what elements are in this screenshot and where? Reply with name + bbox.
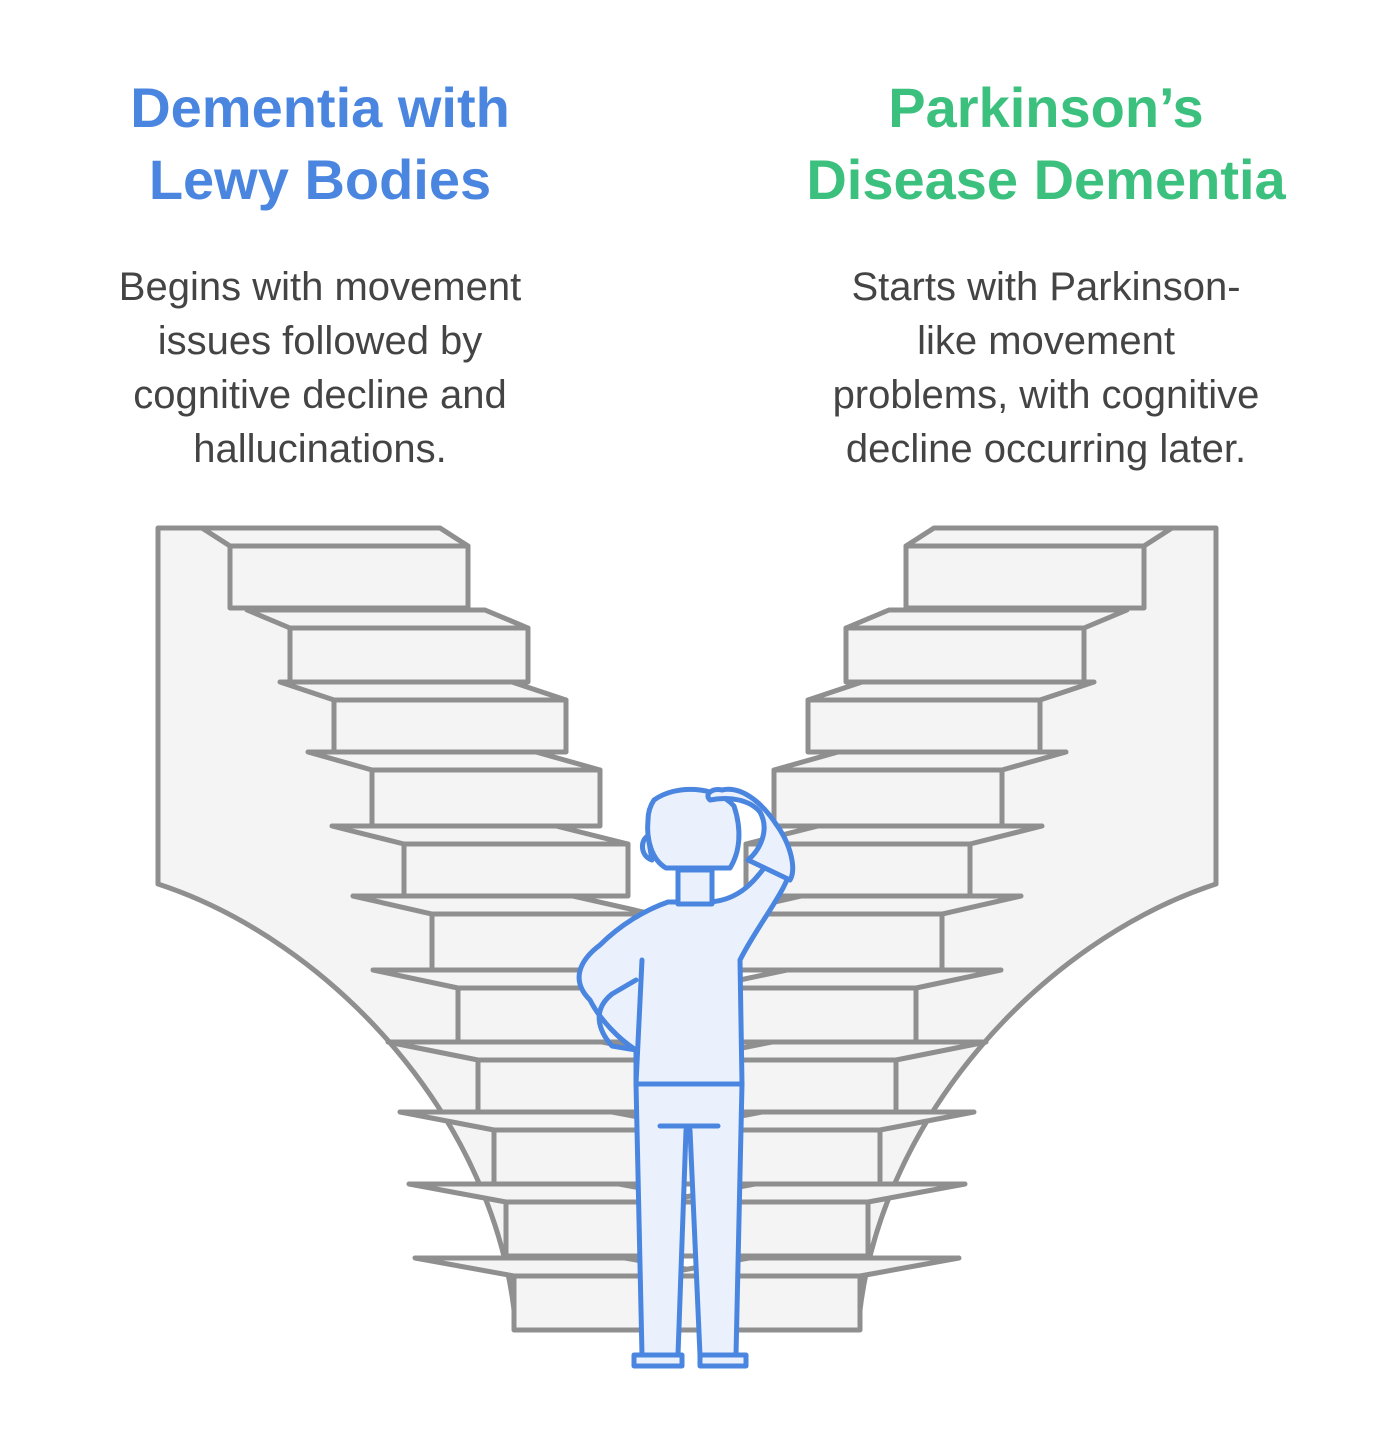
- dlb-title: Dementia with Lewy Bodies: [40, 72, 600, 216]
- pdd-desc-line-3: problems, with cognitive: [832, 373, 1260, 417]
- right-step-1: [843, 625, 1087, 685]
- person-head: [645, 786, 742, 871]
- right-step-tread-6: [699, 967, 1004, 991]
- right-step-tread-0: [903, 525, 1175, 549]
- right-step-9: [655, 1199, 871, 1259]
- dlb-desc-line-4: hallucinations.: [193, 427, 447, 471]
- left-step-4: [401, 841, 631, 899]
- right-step-tread-2: [805, 679, 1097, 703]
- left-step-1: [287, 625, 531, 685]
- right-step-2: [805, 697, 1043, 755]
- dlb-column: Dementia with Lewy Bodies Begins with mo…: [40, 72, 600, 476]
- pdd-title-line-2: Disease Dementia: [806, 148, 1286, 211]
- left-step-0: [227, 543, 471, 611]
- dlb-title-line-2: Lewy Bodies: [148, 148, 492, 211]
- pdd-title-line-1: Parkinson’s: [888, 76, 1204, 139]
- left-step-3: [369, 767, 603, 829]
- left-step-tread-1: [244, 607, 531, 631]
- right-step-tread-1: [843, 607, 1130, 631]
- pdd-desc-line-1: Starts with Parkinson-: [851, 265, 1241, 309]
- pdd-desc-line-4: decline occurring later.: [845, 427, 1247, 471]
- confused-person-icon: [576, 786, 796, 1369]
- pdd-desc-line-2: like movement: [917, 319, 1175, 363]
- dlb-desc-line-3: cognitive decline and: [133, 373, 507, 417]
- pdd-title: Parkinson’s Disease Dementia: [766, 72, 1326, 216]
- right-step-0: [903, 543, 1147, 611]
- right-step-3: [771, 767, 1005, 829]
- dlb-title-line-1: Dementia with: [130, 76, 510, 139]
- left-step-tread-4: [329, 823, 631, 847]
- dlb-description: Begins with movement issues followed by …: [40, 260, 600, 476]
- right-step-tread-4: [743, 823, 1045, 847]
- person-raised-arm: [705, 786, 796, 883]
- dlb-desc-line-2: issues followed by: [157, 319, 483, 363]
- dlb-desc-line-1: Begins with movement: [118, 265, 522, 309]
- left-step-2: [331, 697, 569, 755]
- right-step-tread-3: [771, 749, 1069, 773]
- left-step-tread-0: [199, 525, 471, 549]
- pdd-column: Parkinson’s Disease Dementia Starts with…: [766, 72, 1326, 476]
- pdd-description: Starts with Parkinson- like movement pro…: [766, 260, 1326, 476]
- left-step-tread-2: [277, 679, 569, 703]
- left-step-tread-3: [305, 749, 603, 773]
- left-step-tread-5: [350, 893, 655, 917]
